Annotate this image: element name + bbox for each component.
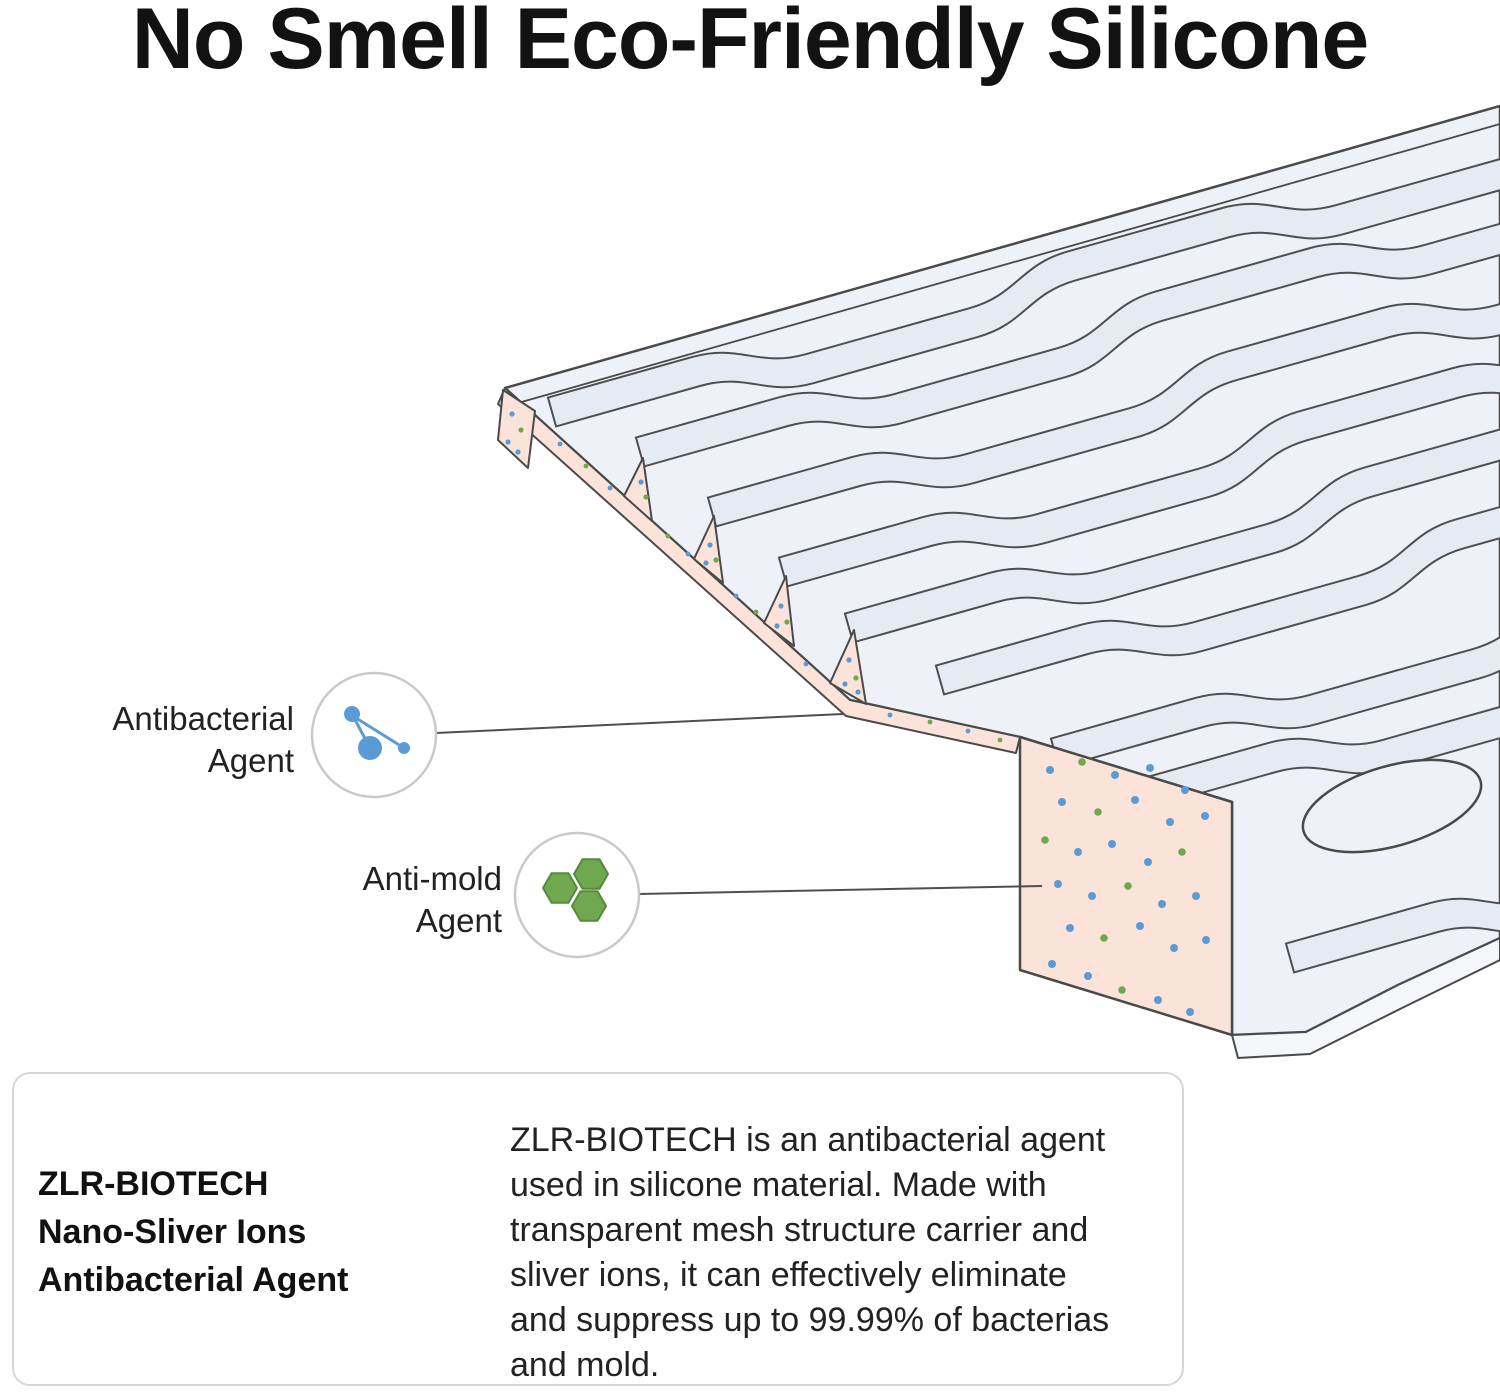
antibacterial-agent-dots	[505, 411, 1210, 1016]
info-heading-line1: ZLR-BIOTECH	[38, 1165, 269, 1203]
anti-mold-label-line2: Agent	[415, 902, 502, 939]
antibacterial-callout-bubble	[310, 671, 438, 799]
info-box-heading: ZLR-BIOTECH Nano-Sliver Ions Antibacteri…	[38, 1160, 348, 1304]
antibacterial-label: Antibacterial Agent	[112, 698, 294, 782]
anti-mold-callout-line	[638, 885, 1043, 895]
anti-mold-label-line1: Anti-mold	[362, 860, 502, 897]
hexagon-cluster-icon	[542, 858, 609, 922]
info-box: ZLR-BIOTECH Nano-Sliver Ions Antibacteri…	[12, 1072, 1184, 1386]
info-heading-line2: Nano-Sliver Ions	[38, 1213, 307, 1251]
molecule-icon	[344, 706, 410, 760]
antibacterial-callout-line	[435, 713, 844, 734]
anti-mold-agent-dots	[518, 427, 1186, 994]
drain-oval	[1301, 758, 1483, 854]
page-title: No Smell Eco-Friendly Silicone	[131, 0, 1369, 87]
antibacterial-label-line1: Antibacterial	[112, 700, 294, 737]
mat-bottom-edge	[1231, 937, 1500, 1059]
anti-mold-callout-bubble	[513, 831, 641, 959]
antibacterial-label-line2: Agent	[207, 742, 294, 779]
cross-section-strip	[497, 387, 1021, 754]
info-box-body: ZLR-BIOTECH is an antibacterial agent us…	[510, 1121, 1110, 1384]
anti-mold-label: Anti-mold Agent	[363, 858, 502, 942]
info-heading-line3: Antibacterial Agent	[38, 1261, 349, 1299]
